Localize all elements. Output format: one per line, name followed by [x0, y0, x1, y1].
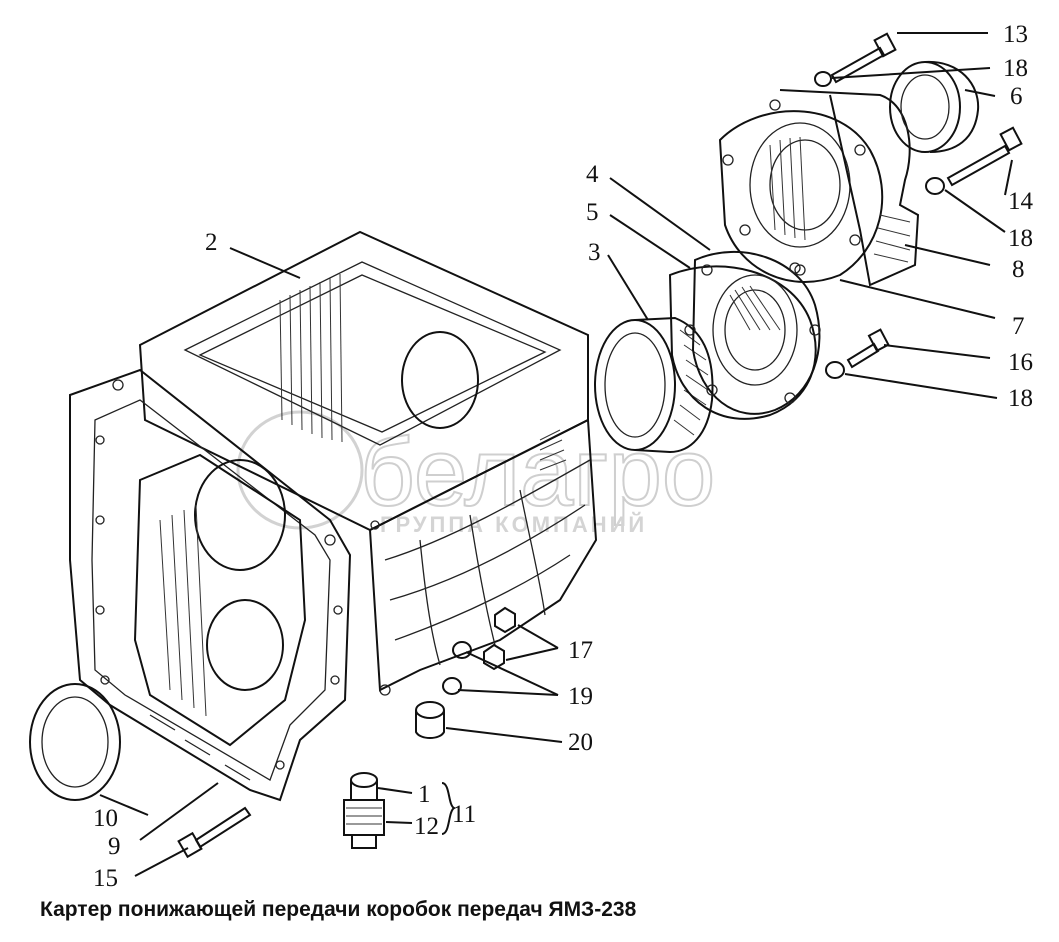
callout-15: 15	[93, 865, 118, 892]
washer-18a	[814, 71, 832, 87]
figure-caption: Картер понижающей передачи коробок перед…	[40, 898, 637, 921]
callout-17: 17	[568, 637, 593, 664]
front-flange-9	[69, 368, 391, 802]
washer-18b	[925, 177, 945, 195]
callout-4: 4	[586, 161, 599, 188]
watermark-brand: белагро	[360, 419, 715, 526]
callout-14: 14	[1008, 188, 1034, 215]
washers-19	[442, 641, 472, 695]
cover-4	[684, 251, 821, 415]
callout-16: 16	[1008, 349, 1033, 376]
watermark-tagline: ГРУППА КОМПАНИЙ	[380, 512, 647, 537]
watermark-logo-ring	[236, 410, 364, 530]
callout-12: 12	[414, 813, 439, 840]
bolt-14	[946, 126, 1023, 187]
sleeve-3	[594, 316, 714, 454]
bracket-8	[779, 89, 920, 287]
bolt-15	[177, 806, 252, 859]
callout-5: 5	[586, 199, 599, 226]
callout-18c: 18	[1008, 385, 1033, 412]
bolt-16	[846, 328, 890, 369]
rear-cover-7	[718, 99, 884, 283]
nuts-17	[483, 606, 516, 671]
callout-2: 2	[205, 229, 218, 256]
plug-20	[415, 701, 445, 739]
watermark: белагро ГРУППА КОМПАНИЙ	[236, 410, 716, 537]
leader-lines	[99, 32, 1013, 877]
seal-ring-10	[29, 683, 121, 801]
oil-seal-6	[889, 60, 980, 153]
breather-1-12	[343, 772, 385, 849]
callout-18b: 18	[1008, 225, 1033, 252]
callout-11: 11	[452, 801, 476, 828]
callout-3: 3	[588, 239, 601, 266]
gasket-5	[668, 265, 817, 420]
callout-7: 7	[1012, 313, 1025, 340]
bolt-13	[830, 32, 897, 84]
callout-6: 6	[1010, 83, 1023, 110]
callout-13: 13	[1003, 21, 1028, 48]
housing-2	[138, 230, 598, 692]
washer-18c	[825, 361, 845, 379]
callout-1: 1	[418, 781, 431, 808]
callout-labels: 13 18 6 14 18 8 7 16 18 4 5 3 2 17 19 20…	[93, 21, 1034, 892]
callout-9: 9	[108, 833, 121, 860]
callout-8: 8	[1012, 256, 1025, 283]
callout-19: 19	[568, 683, 593, 710]
callout-20: 20	[568, 729, 593, 756]
callout-18a: 18	[1003, 55, 1028, 82]
brace-11	[441, 782, 456, 835]
callout-10: 10	[93, 805, 118, 832]
